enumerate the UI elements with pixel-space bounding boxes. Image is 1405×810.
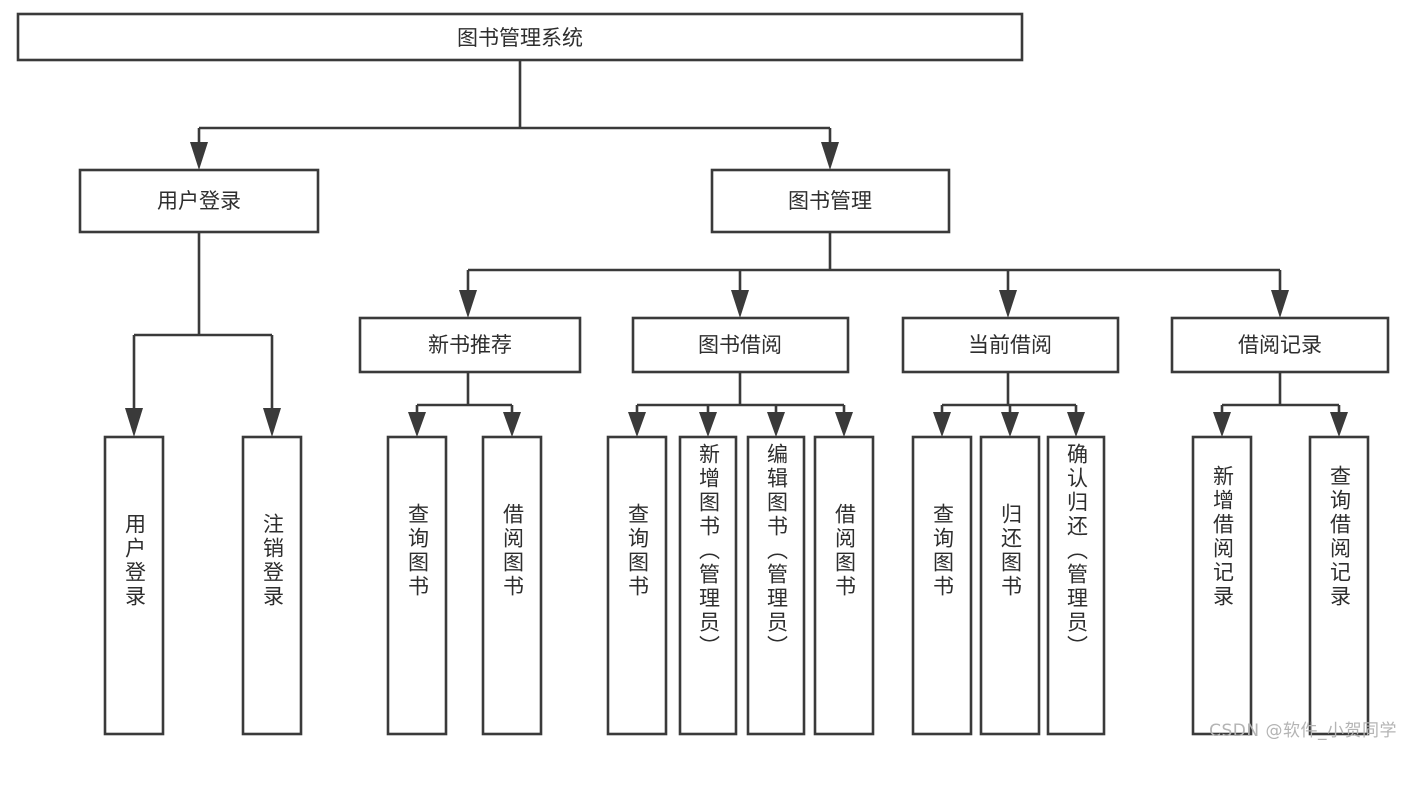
arrowhead-leaf-8 [835,412,853,437]
arrowhead-leaf-7 [767,412,785,437]
leaf-box-query-book-rec[interactable] [386,435,448,736]
connector-group-user-login [125,232,281,437]
arrowhead-leaf-13 [1330,412,1348,437]
connector-group-book-manage [459,232,1289,318]
arrowhead-leaf-10 [1001,412,1019,437]
node-book-manage-label: 图书管理 [788,189,872,213]
arrowhead-to-book-manage [821,142,839,170]
arrowhead-to-current-borrow [999,290,1017,318]
arrowhead-leaf-5 [628,412,646,437]
node-root-label: 图书管理系统 [457,26,583,50]
connector-group-current-borrow [933,372,1085,437]
hierarchy-tree-svg: 图书管理系统 用户登录 图书管理 新书推荐 图书借阅 当前借阅 借阅记录 [16,12,1390,736]
arrowhead-to-borrow-record [1271,290,1289,318]
node-book-borrow-box[interactable] [631,316,850,374]
leaf-box-borrow-book[interactable] [813,435,875,736]
leaf-box-edit-book-admin[interactable] [746,435,806,736]
connector-group-book-borrow [628,372,853,437]
leaf-box-borrow-book-rec[interactable] [481,435,543,736]
leaf-box-user-login[interactable] [103,435,165,736]
node-borrow-record-label: 借阅记录 [1238,333,1322,357]
arrowhead-leaf-12 [1213,412,1231,437]
node-root[interactable]: 图书管理系统 [16,12,1024,62]
leaf-box-add-book-admin[interactable] [678,435,738,736]
node-current-borrow-box[interactable] [901,316,1120,374]
node-borrow-record-box[interactable] [1170,316,1390,374]
arrowhead-leaf-2 [263,408,281,437]
node-borrow-record[interactable]: 借阅记录 [1170,316,1390,374]
csdn-watermark: CSDN @软件_小贺同学 [1209,721,1397,741]
node-root-box[interactable] [16,12,1024,62]
node-current-borrow[interactable]: 当前借阅 [901,316,1120,374]
leaf-box-return-book[interactable] [979,435,1041,736]
leaf-box-query-book-borrow[interactable] [606,435,668,736]
connector-group-new-book-rec [408,372,521,437]
connector-group-root [190,60,839,170]
arrowhead-leaf-9 [933,412,951,437]
leaf-boxes-group [103,435,1370,736]
leaf-box-query-book-current[interactable] [911,435,973,736]
node-new-book-recommend-label: 新书推荐 [428,333,512,357]
leaf-box-logout-login[interactable] [241,435,303,736]
node-book-borrow[interactable]: 图书借阅 [631,316,850,374]
arrowhead-leaf-11 [1067,412,1085,437]
connector-group-borrow-record [1213,372,1348,437]
arrowhead-to-new-book-rec [459,290,477,318]
diagram-canvas: 图书管理系统 用户登录 图书管理 新书推荐 图书借阅 当前借阅 借阅记录 [16,12,1397,741]
node-user-login[interactable]: 用户登录 [78,168,320,234]
node-user-login-box[interactable] [78,168,320,234]
arrowhead-leaf-1 [125,408,143,437]
leaf-box-add-borrow-record[interactable] [1191,435,1253,736]
leaf-box-query-borrow-record[interactable] [1308,435,1370,736]
arrowhead-leaf-3 [408,412,426,437]
leaf-box-confirm-return-admin[interactable] [1046,435,1106,736]
node-book-manage-box[interactable] [710,168,951,234]
arrowhead-leaf-6 [699,412,717,437]
node-book-borrow-label: 图书借阅 [698,333,782,357]
arrowhead-to-book-borrow [731,290,749,318]
node-current-borrow-label: 当前借阅 [968,333,1052,357]
node-new-book-recommend[interactable]: 新书推荐 [358,316,582,374]
node-book-manage[interactable]: 图书管理 [710,168,951,234]
arrowhead-leaf-4 [503,412,521,437]
arrowhead-to-user-login [190,142,208,170]
node-new-book-recommend-box[interactable] [358,316,582,374]
node-user-login-label: 用户登录 [157,189,241,213]
